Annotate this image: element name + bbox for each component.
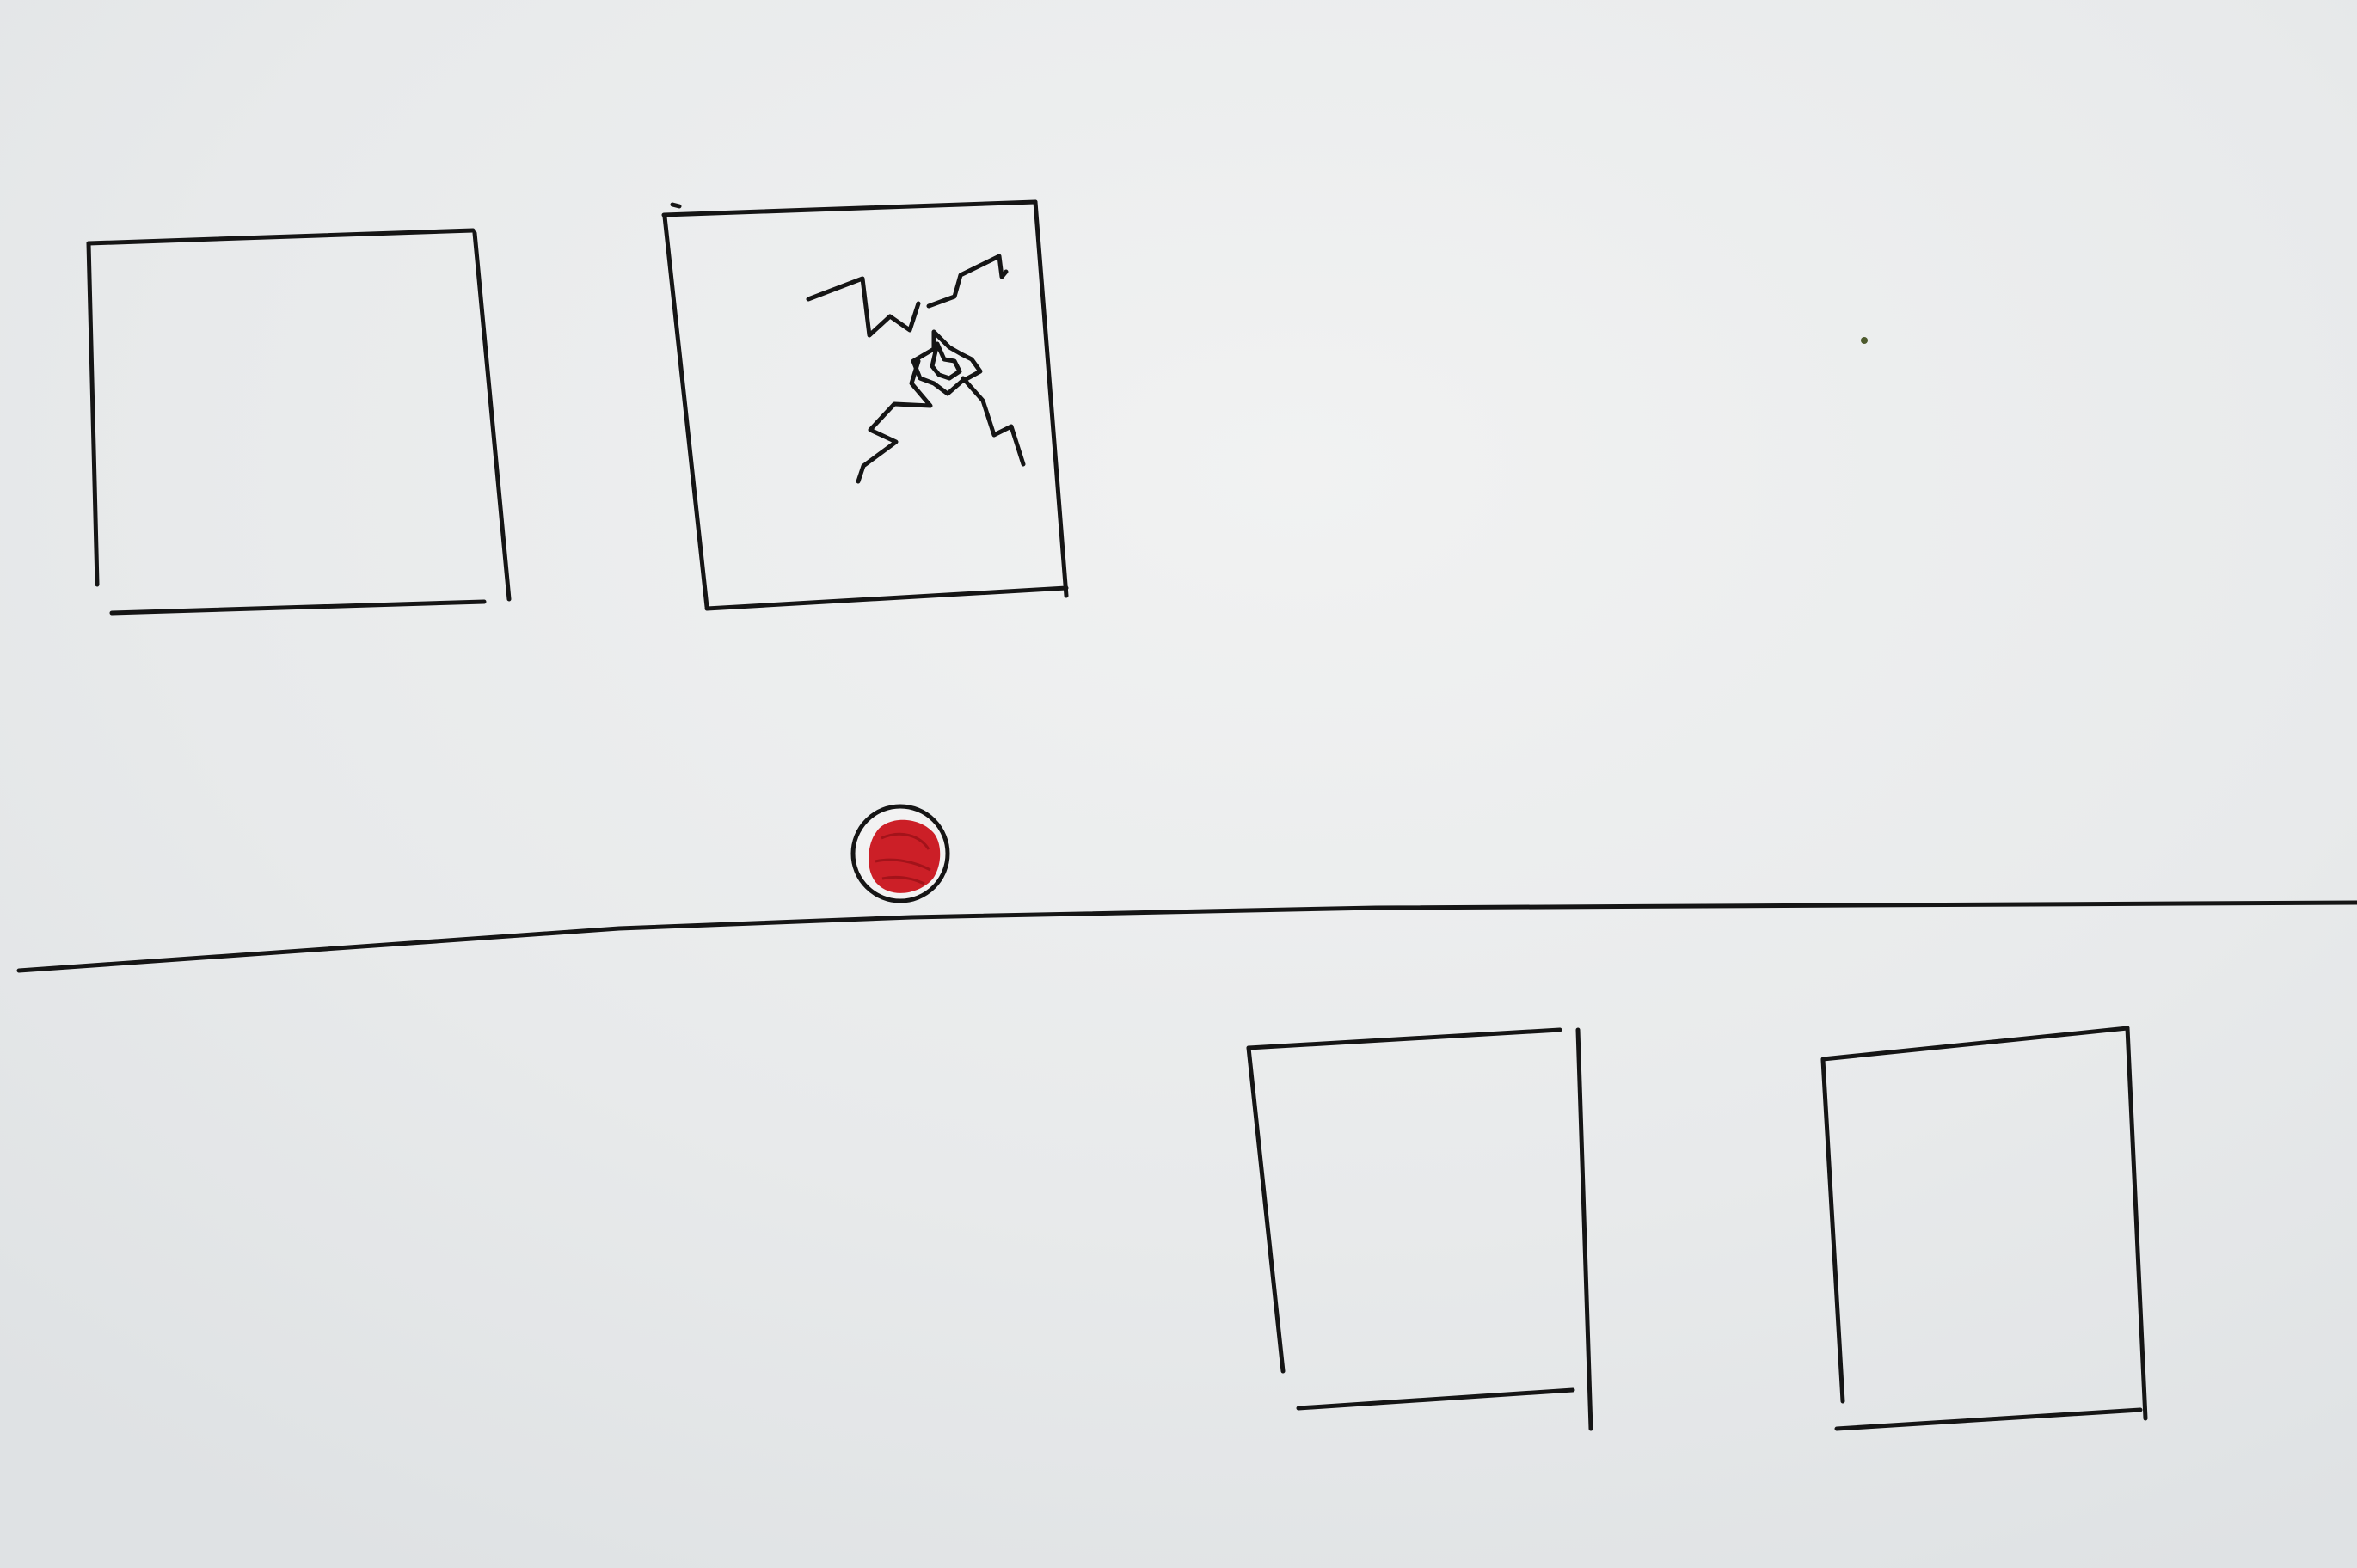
paper-speck	[1861, 337, 1868, 344]
bottom-middle-box[interactable]	[1246, 1027, 1593, 1431]
bottom-right-box[interactable]	[1820, 1026, 2148, 1431]
floor-line	[16, 900, 2357, 973]
red-ball[interactable]	[850, 804, 950, 903]
top-left-box[interactable]	[86, 228, 512, 616]
crack-lines	[806, 254, 1026, 484]
cracked-box[interactable]	[661, 199, 1069, 611]
